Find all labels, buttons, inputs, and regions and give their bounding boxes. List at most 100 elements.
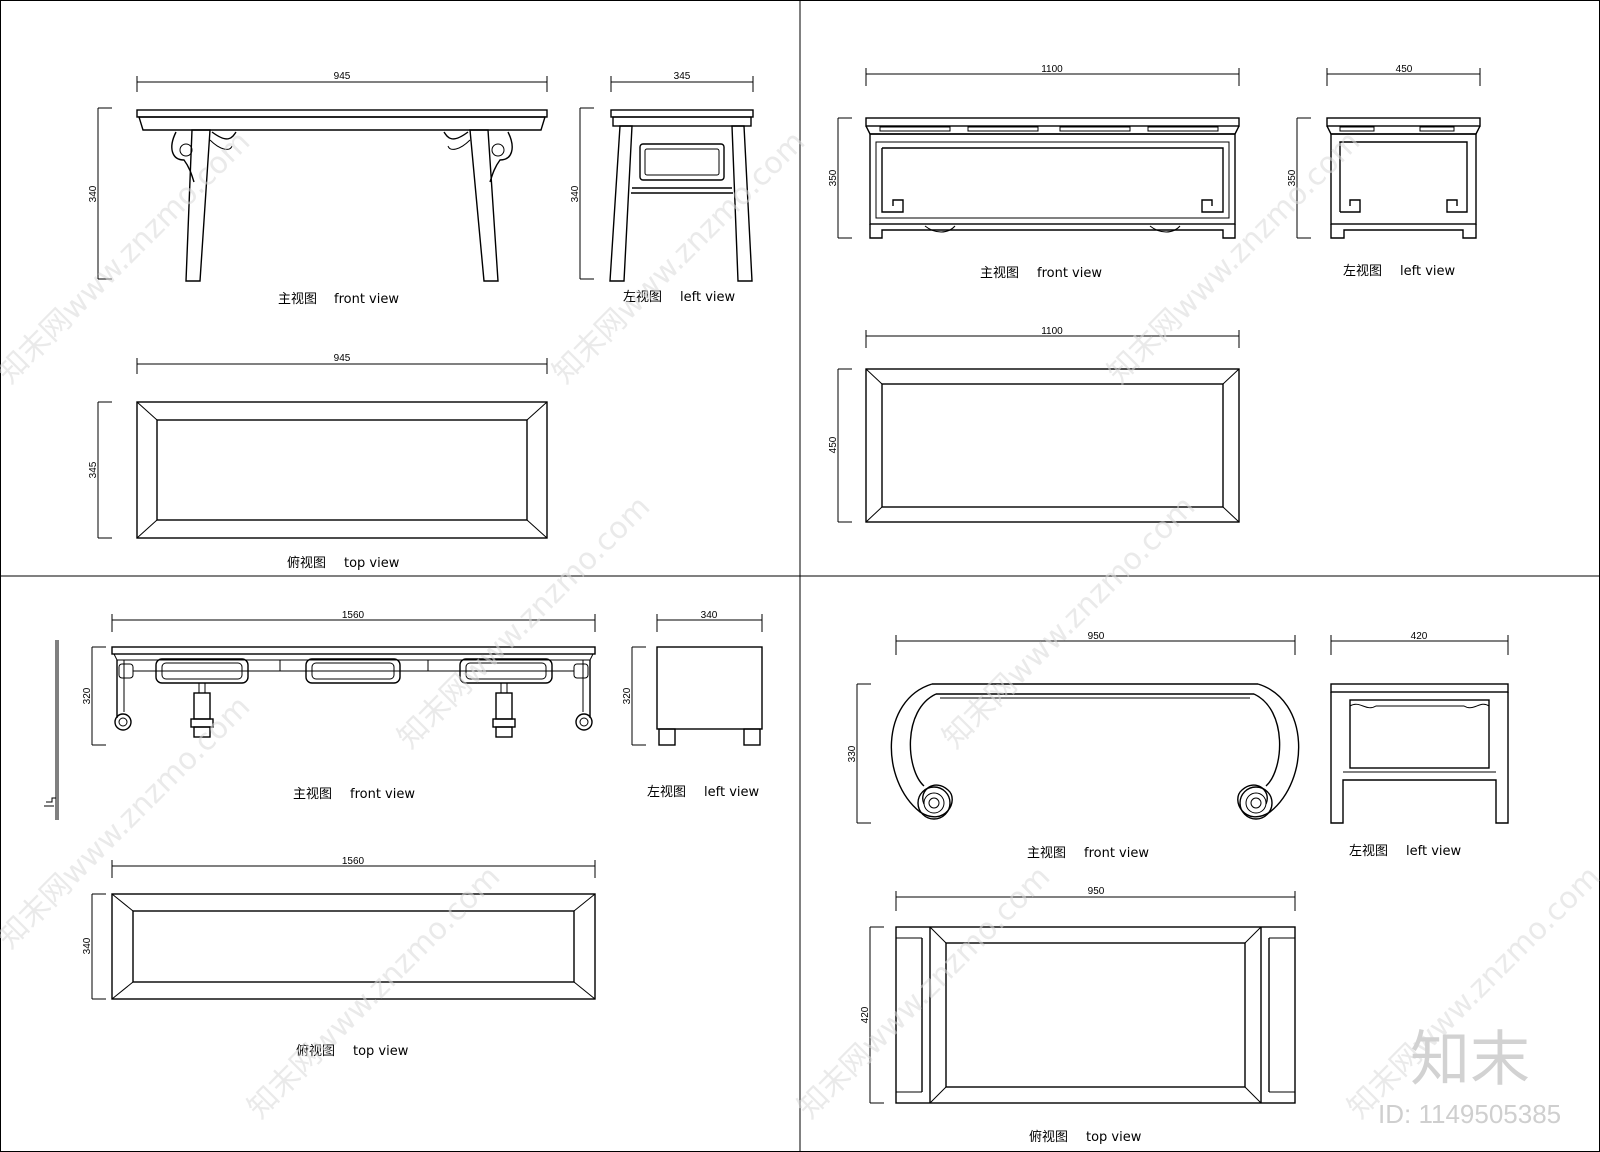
p4-top-height: 420 — [860, 1006, 871, 1023]
p4-top-width: 950 — [1088, 886, 1105, 897]
p2-front-caption-en: front view — [1037, 266, 1102, 281]
p1-left-height: 340 — [570, 185, 581, 202]
p1-left-width-dim: 345 — [610, 71, 754, 92]
p2-front-width-dim: 1100 — [865, 64, 1240, 86]
p2-top-view: 1100 450 — [828, 326, 1240, 523]
watermark-text: 知末网www.znzmo.com — [0, 689, 257, 955]
p3-bench-left — [656, 646, 763, 746]
p4-front-width: 950 — [1088, 631, 1105, 642]
p3-top-height-dim: 340 — [82, 893, 106, 1000]
p2-top-width: 1100 — [1041, 326, 1063, 337]
p4-top-width-dim: 950 — [895, 886, 1296, 911]
p3-side-mark — [44, 640, 59, 820]
p1-front-caption-en: front view — [334, 292, 399, 307]
panel-1: 945 340 主视图 — [88, 71, 754, 571]
p4-bench-left — [1330, 683, 1509, 824]
watermark-text: 知末网www.znzmo.com — [546, 124, 812, 390]
panel-2: 1100 350 — [828, 64, 1481, 523]
p2-bench-top — [865, 368, 1240, 523]
p3-top-caption-en: top view — [353, 1044, 409, 1059]
p4-front-caption-cn: 主视图 — [1027, 846, 1066, 861]
p1-left-width: 345 — [674, 71, 691, 82]
p3-front-width-dim: 1560 — [111, 610, 596, 632]
p2-front-height-dim: 350 — [828, 117, 852, 239]
panel-3: 1560 320 — [44, 610, 763, 1059]
p4-top-height-dim: 420 — [860, 926, 884, 1104]
p2-left-caption-cn: 左视图 — [1343, 264, 1382, 279]
p4-top-caption-cn: 俯视图 — [1029, 1129, 1068, 1145]
p1-left-height-dim: 340 — [570, 107, 594, 280]
p4-front-height-dim: 330 — [847, 683, 871, 824]
p1-table-front — [136, 109, 548, 282]
p3-top-view: 1560 340 俯视图 top view — [82, 856, 596, 1059]
p1-left-caption-en: left view — [680, 290, 735, 305]
p4-bench-top — [895, 926, 1296, 1104]
p3-left-view: 340 320 左视图 left view — [622, 610, 763, 800]
p3-top-width-dim: 1560 — [111, 856, 596, 878]
p1-table-left — [609, 109, 754, 282]
p2-left-caption-en: left view — [1400, 264, 1455, 279]
p1-left-caption-cn: 左视图 — [623, 290, 662, 305]
p3-left-width: 340 — [701, 610, 718, 621]
p3-front-height: 320 — [82, 687, 93, 704]
watermark-text: 知末网www.znzmo.com — [1101, 124, 1367, 390]
brand-logo: 知末 ID: 1149505385 — [1378, 1025, 1561, 1129]
p1-front-height: 340 — [88, 185, 99, 202]
p3-left-height: 320 — [622, 687, 633, 704]
p3-left-caption-cn: 左视图 — [647, 785, 686, 800]
watermark-text: 知末网www.znzmo.com — [391, 489, 657, 755]
p4-bench-front — [890, 683, 1300, 820]
p3-front-view: 1560 320 — [82, 610, 596, 802]
p4-left-width-dim: 420 — [1330, 631, 1509, 655]
p1-front-caption-cn: 主视图 — [278, 292, 317, 307]
p2-front-height: 350 — [828, 169, 839, 186]
p1-left-view: 345 340 左视图 left view — [570, 71, 754, 305]
p2-front-caption-cn: 主视图 — [980, 266, 1019, 281]
p3-front-caption-cn: 主视图 — [293, 787, 332, 802]
watermark-text: 知末网www.znzmo.com — [0, 124, 257, 390]
p3-front-height-dim: 320 — [82, 646, 106, 746]
watermark-text: 知末网www.znzmo.com — [241, 859, 507, 1125]
p3-front-caption-en: front view — [350, 787, 415, 802]
p2-left-height: 350 — [1287, 169, 1298, 186]
p2-top-width-dim: 1100 — [865, 326, 1240, 348]
p1-top-caption-cn: 俯视图 — [287, 555, 326, 571]
p1-front-width-dim: 945 — [136, 71, 548, 92]
p1-front-width: 945 — [334, 71, 351, 82]
p4-top-view: 950 420 — [860, 886, 1296, 1145]
watermark-text: 知末网www.znzmo.com — [791, 859, 1057, 1125]
p2-left-view: 450 350 左视图 left view — [1287, 64, 1481, 279]
p4-front-height: 330 — [847, 745, 858, 762]
logo-text: 知末 — [1410, 1025, 1530, 1095]
p2-bench-front — [865, 117, 1240, 239]
p4-top-caption-en: top view — [1086, 1130, 1142, 1145]
p3-left-height-dim: 320 — [622, 646, 646, 746]
p4-left-view: 420 左视图 left view — [1330, 631, 1509, 859]
p2-left-width: 450 — [1396, 64, 1413, 75]
watermark-text: 知末网www.znzmo.com — [936, 489, 1202, 755]
p3-left-caption-en: left view — [704, 785, 759, 800]
p4-front-caption-en: front view — [1084, 846, 1149, 861]
p3-top-height: 340 — [82, 937, 93, 954]
p3-bench-front — [111, 646, 596, 738]
p2-left-width-dim: 450 — [1326, 64, 1481, 86]
p2-front-view: 1100 350 — [828, 64, 1240, 281]
p3-top-caption-cn: 俯视图 — [296, 1043, 335, 1059]
p4-front-view: 950 330 — [847, 631, 1300, 861]
panel-4: 950 330 — [847, 631, 1509, 1145]
p1-top-height: 345 — [88, 461, 99, 478]
image-id: ID: 1149505385 — [1378, 1099, 1561, 1129]
p2-top-height: 450 — [828, 436, 839, 453]
p2-top-height-dim: 450 — [828, 368, 852, 523]
p4-left-width: 420 — [1411, 631, 1428, 642]
p2-front-width: 1100 — [1041, 64, 1063, 75]
p1-top-caption-en: top view — [344, 556, 400, 571]
p1-top-height-dim: 345 — [88, 401, 112, 539]
p1-table-top — [136, 401, 548, 539]
p1-front-view: 945 340 主视图 — [88, 71, 548, 307]
p1-top-view: 945 345 俯视图 top view — [88, 353, 548, 571]
p1-top-width: 945 — [334, 353, 351, 364]
p3-front-width: 1560 — [342, 610, 365, 621]
